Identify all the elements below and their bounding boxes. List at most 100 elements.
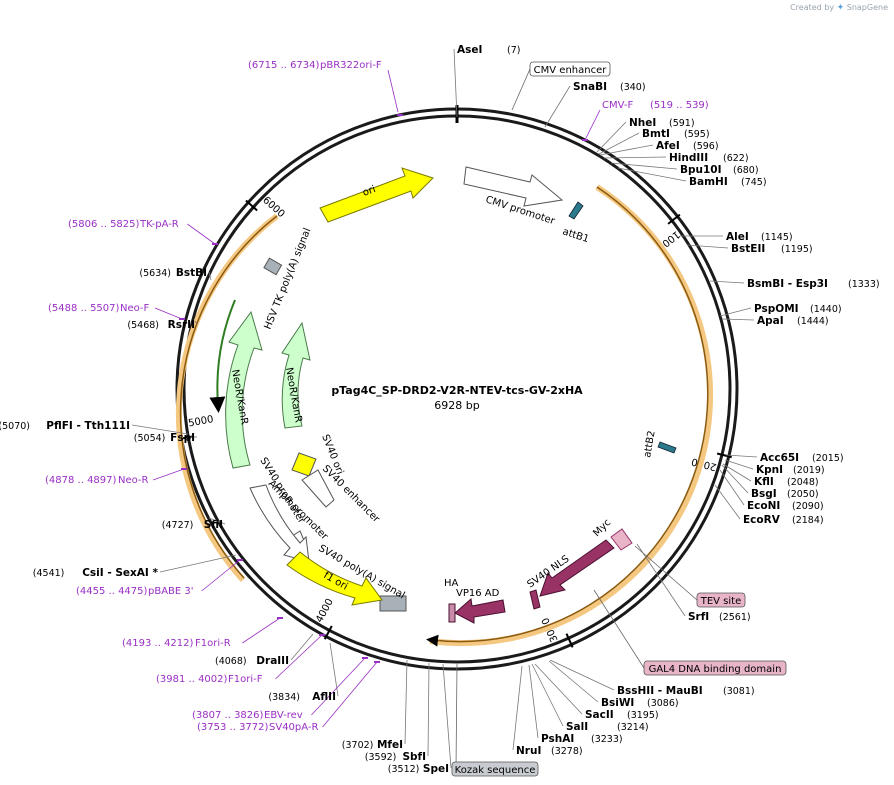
- enzyme-alei[interactable]: AleI(1145): [726, 231, 793, 243]
- enzyme-bsgi[interactable]: BsgI(2050): [751, 488, 819, 500]
- label-text: Kozak sequence: [455, 765, 536, 776]
- primer-range: (3807 .. 3826): [192, 710, 264, 721]
- enzyme-name: SalI: [566, 721, 588, 733]
- enzyme-name: FspI: [170, 432, 195, 444]
- label-text: TEV site: [700, 596, 742, 607]
- tick-4000: [323, 625, 333, 640]
- label-text: CMV enhancer: [534, 65, 608, 76]
- enzyme-draiii[interactable]: DraIII(4068): [215, 655, 289, 667]
- primer-f1ori-f[interactable]: (3981 .. 4002)F1ori-F: [156, 634, 325, 685]
- primer-range: (4878 .. 4897): [45, 475, 117, 486]
- enzyme-hindiii[interactable]: HindIII(622): [669, 152, 749, 164]
- enzyme-name: PspOMI: [754, 303, 799, 315]
- enzyme-aflii[interactable]: AflII(3834): [268, 691, 336, 703]
- enzyme-position: (4541): [33, 568, 65, 579]
- enzyme-nrui[interactable]: NruI(3278): [516, 745, 583, 757]
- enzyme-position: (3195): [627, 710, 659, 721]
- enzyme-position: (3512): [388, 764, 420, 775]
- primer-ebv-rev[interactable]: (3807 .. 3826)EBV-rev: [192, 657, 368, 721]
- primer-pbabe-3-[interactable]: (4455 .. 4475)pBABE 3': [76, 559, 243, 597]
- enzyme-name: SpeI: [423, 763, 449, 775]
- enzyme-position: (7): [507, 45, 520, 56]
- enzyme-kpni[interactable]: KpnI(2019): [756, 464, 825, 476]
- attb2-marker: [657, 441, 677, 454]
- enzyme-pshai[interactable]: PshAI(3233): [541, 733, 623, 745]
- enzyme-bsiwi[interactable]: BsiWI(3086): [601, 697, 679, 709]
- enzyme-afei[interactable]: AfeI(596): [656, 140, 719, 152]
- enzyme-bstbi[interactable]: BstBI(5634): [139, 267, 207, 279]
- enzyme-position: (3278): [551, 746, 583, 757]
- enzyme-acc65i[interactable]: Acc65I(2015): [760, 452, 844, 464]
- enzyme-kfli[interactable]: KflI (2048): [754, 476, 819, 488]
- enzyme-bmti[interactable]: BmtI(595): [642, 128, 710, 140]
- primer-f1ori-r[interactable]: (4193 .. 4212)F1ori-R: [122, 617, 283, 649]
- enzyme-sali[interactable]: SalI (3214): [566, 721, 649, 733]
- sv40-polya-marker: [379, 595, 407, 612]
- enzyme-name: BssHII - MauBI: [617, 685, 703, 697]
- neo-band-line: [179, 215, 278, 579]
- enzyme-position: (1333): [848, 279, 880, 290]
- ha-marker: [448, 603, 456, 623]
- enzyme-position: (2184): [792, 515, 824, 526]
- boxed-kozak-sequence[interactable]: Kozak sequence: [451, 761, 539, 777]
- label-box: [529, 61, 611, 77]
- enzyme-position: (5468): [127, 320, 159, 331]
- enzyme-name: SrfI: [688, 611, 709, 623]
- enzyme-nhei[interactable]: NheI(591): [629, 117, 695, 129]
- enzyme-pspomi[interactable]: PspOMI (1440): [754, 303, 842, 315]
- snapgene-watermark: Created by ✦ SnapGene: [790, 3, 888, 13]
- enzyme-position: (5054): [134, 433, 166, 444]
- enzyme-sacii[interactable]: SacII(3195): [585, 709, 659, 721]
- enzyme-csii[interactable]: CsiI - SexAI *(4541): [33, 567, 159, 579]
- enzyme-position: (1145): [761, 232, 793, 243]
- enzyme-bsmbi[interactable]: BsmBI - Esp3I(1333): [747, 278, 880, 290]
- primer-neo-f[interactable]: (5488 .. 5507)Neo-F: [48, 303, 185, 320]
- hsv-tk-polya-label: HSV TK poly(A) signal: [263, 227, 314, 332]
- enzyme-name: BstEII: [731, 243, 765, 255]
- tick-6000: [245, 199, 258, 212]
- enzyme-bpu10i[interactable]: Bpu10I(680): [680, 164, 759, 176]
- enzyme-position: (2561): [719, 612, 751, 623]
- enzyme-snabi[interactable]: SnaBI(340): [573, 81, 646, 93]
- enzyme-asei[interactable]: AseI(7): [457, 44, 520, 56]
- primer-pbr322ori-f[interactable]: (6715 .. 6734)pBR322ori-F: [248, 60, 403, 116]
- enzyme-bamhi[interactable]: BamHI(745): [689, 176, 767, 188]
- label-box: [643, 660, 787, 676]
- enzyme-position: (1440): [810, 304, 842, 315]
- boxed-tev-site[interactable]: TEV site: [696, 592, 746, 608]
- enzyme-name: EcoNI: [747, 500, 780, 512]
- enzyme-apai[interactable]: ApaI(1444): [757, 315, 829, 327]
- enzyme-name: BamHI: [689, 176, 728, 188]
- enzyme-position: (2048): [787, 477, 819, 488]
- enzyme-position: (2090): [792, 501, 824, 512]
- boxed-cmv-enhancer[interactable]: CMV enhancer: [529, 61, 611, 77]
- enzyme-bsteii[interactable]: BstEII(1195): [731, 243, 813, 255]
- vp16-ad-arrow: [454, 598, 506, 624]
- enzyme-pflfi[interactable]: PflFI - Tth111I(5070): [0, 420, 130, 432]
- enzyme-fspi[interactable]: FspI (5054): [134, 432, 195, 444]
- vp16-ad-label: VP16 AD: [456, 588, 500, 599]
- enzyme-ecorv[interactable]: EcoRV(2184): [743, 514, 824, 526]
- enzyme-sfii[interactable]: SfiI(4727): [162, 519, 223, 531]
- enzyme-bsshii[interactable]: BssHII - MauBI(3081): [617, 685, 755, 697]
- enzyme-spei[interactable]: SpeI(3512): [388, 763, 449, 775]
- primer-sv40pa-r[interactable]: (3753 .. 3772)SV40pA-R: [197, 661, 380, 733]
- enzyme-name: KflI: [754, 476, 774, 488]
- ha-label: HA: [444, 578, 459, 589]
- boxed-gal4-dna-binding-domain[interactable]: GAL4 DNA binding domain: [643, 660, 787, 676]
- enzyme-mfei[interactable]: MfeI(3702): [342, 739, 403, 751]
- enzyme-name: MfeI: [377, 739, 403, 751]
- primer-cmv-f[interactable]: (519 .. 539)CMV-F: [582, 100, 709, 141]
- enzyme-position: (4727): [162, 520, 194, 531]
- enzyme-name: BsiWI: [601, 697, 634, 709]
- primer-neo-r[interactable]: (4878 .. 4897)Neo-R: [45, 468, 187, 486]
- primer-range: (4455 .. 4475): [76, 586, 148, 597]
- enzyme-position: (3214): [617, 722, 649, 733]
- enzyme-sbfi[interactable]: SbfI(3592): [365, 751, 426, 763]
- enzyme-econi[interactable]: EcoNI (2090): [747, 500, 824, 512]
- primer-tk-pa-r[interactable]: (5806 .. 5825)TK-pA-R: [68, 219, 218, 245]
- primer-name: F1ori-R: [195, 638, 231, 649]
- orf-band: [429, 184, 714, 647]
- enzyme-rsrii[interactable]: RsrII(5468): [127, 319, 195, 331]
- enzyme-srfi[interactable]: SrfI (2561): [688, 611, 751, 623]
